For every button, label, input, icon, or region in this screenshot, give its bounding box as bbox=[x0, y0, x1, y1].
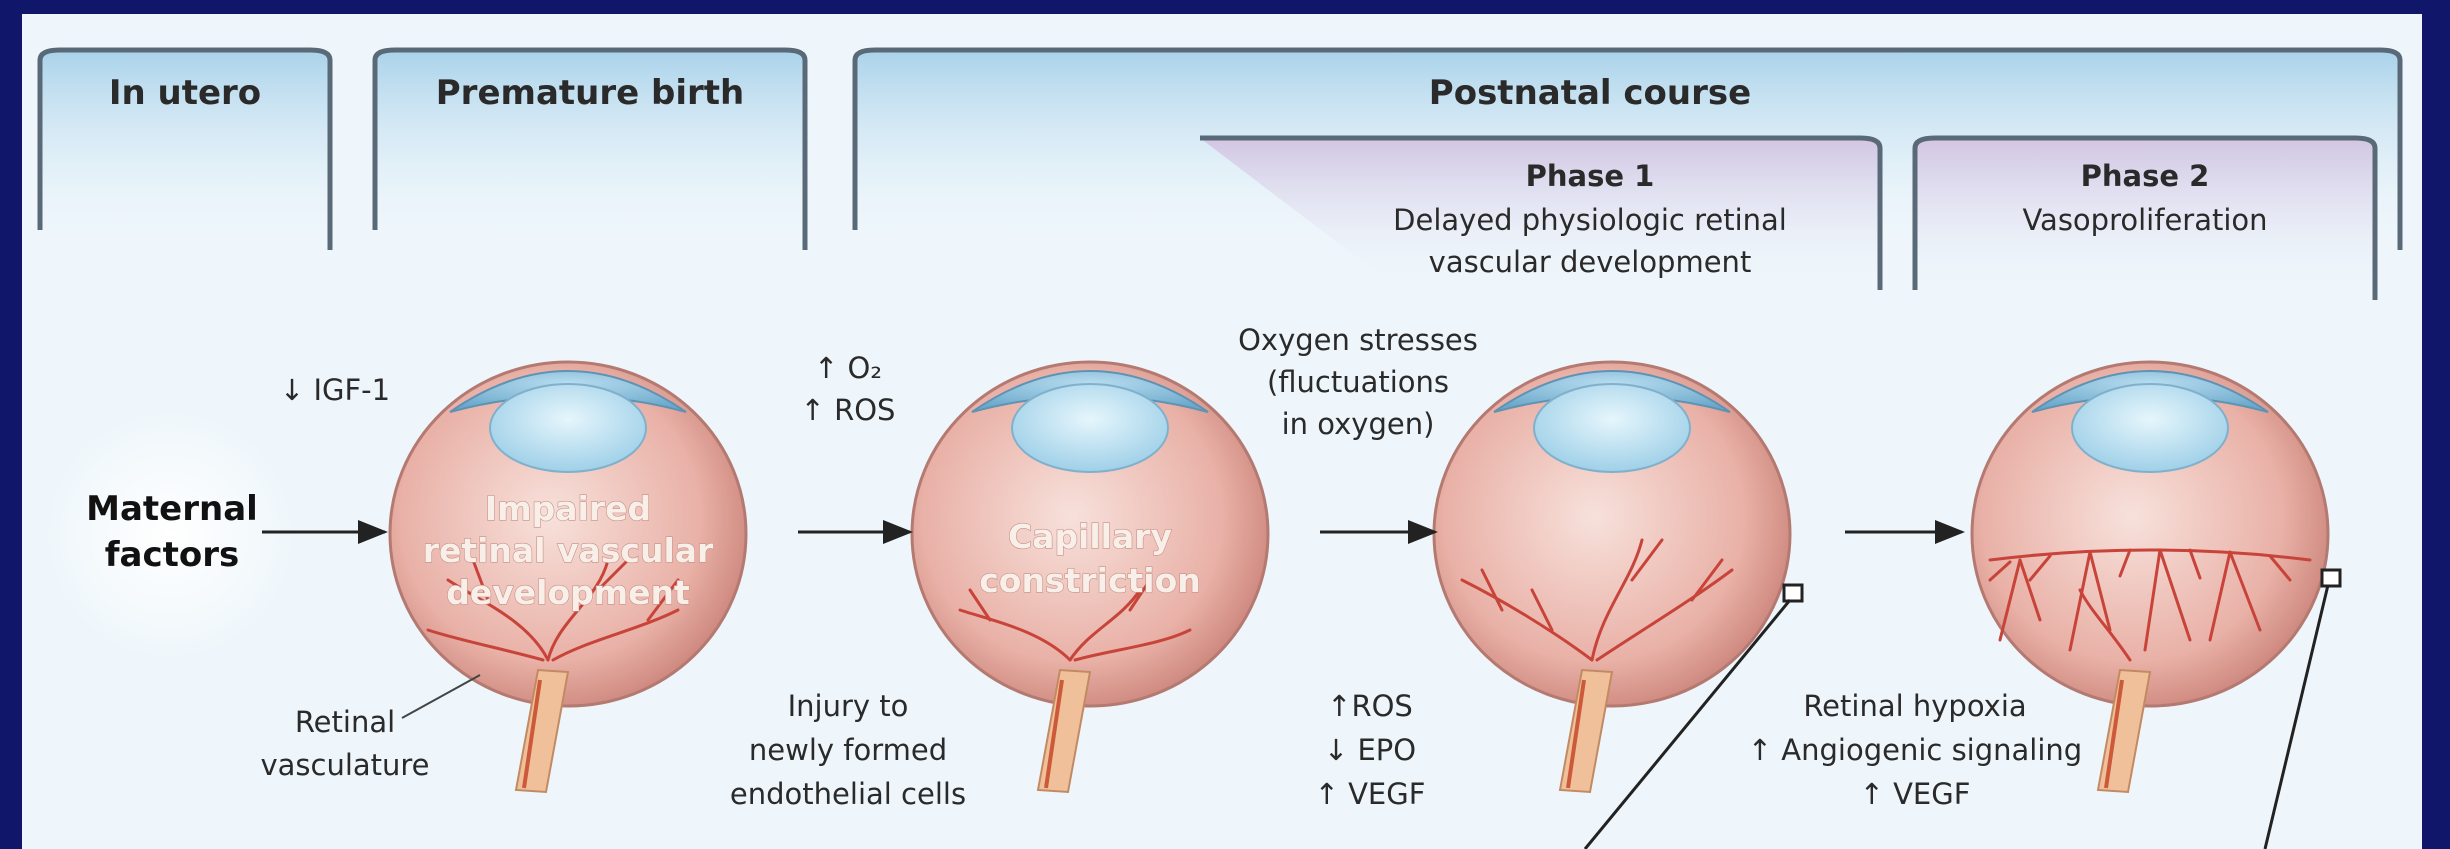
vegf-up-label-2: ↑ VEGF bbox=[1860, 777, 1971, 811]
retinal-hypoxia-label: Retinal hypoxia bbox=[1803, 689, 2026, 723]
retinal-vasculature-line2: vasculature bbox=[260, 748, 429, 782]
ros-label: ↑ ROS bbox=[801, 393, 896, 427]
eye-phase2 bbox=[1972, 362, 2340, 792]
phase2-title: Phase 2 bbox=[2081, 159, 2210, 193]
igf1-label: ↓ IGF-1 bbox=[280, 373, 390, 407]
stage-headers: In utero Premature birth Postnatal cours… bbox=[40, 50, 2400, 300]
eye2-line1: Capillary bbox=[1008, 517, 1172, 556]
oxygen-stress-line1: Oxygen stresses bbox=[1238, 323, 1478, 357]
eye-capillary-constriction: Capillary constriction bbox=[912, 362, 1268, 792]
phase1-line1: Delayed physiologic retinal bbox=[1393, 203, 1787, 237]
eye-impaired-development: Impaired retinal vascular development bbox=[390, 362, 746, 792]
in-utero-label: In utero bbox=[109, 73, 261, 113]
injury-line3: endothelial cells bbox=[730, 777, 966, 811]
eye2-line2: constriction bbox=[979, 561, 1201, 600]
epo-down-label: ↓ EPO bbox=[1324, 733, 1416, 767]
phase2-subtitle: Vasoproliferation bbox=[2022, 203, 2267, 237]
oxygen-stress-line2: (fluctuations bbox=[1267, 365, 1449, 399]
phase1-inset-marker bbox=[1784, 585, 1802, 601]
angiogenic-signaling-label: ↑ Angiogenic signaling bbox=[1748, 733, 2082, 767]
maternal-label-line2: factors bbox=[105, 535, 240, 575]
eye-phase1 bbox=[1434, 362, 1802, 792]
ros-up-label: ↑ROS bbox=[1327, 689, 1413, 723]
postnatal-course-label: Postnatal course bbox=[1429, 73, 1751, 113]
phase2-inset-marker bbox=[2322, 570, 2340, 586]
eye1-line1: Impaired bbox=[485, 489, 651, 528]
vegf-up-label-1: ↑ VEGF bbox=[1315, 777, 1426, 811]
retinal-vasculature-line1: Retinal bbox=[295, 705, 395, 739]
oxygen-stress-line3: in oxygen) bbox=[1282, 407, 1435, 441]
eye1-line3: development bbox=[446, 573, 690, 612]
phase1-line2: vascular development bbox=[1429, 245, 1752, 279]
phase1-title: Phase 1 bbox=[1526, 159, 1655, 193]
o2-label: ↑ O₂ bbox=[814, 351, 882, 385]
retinal-vasculature-leader bbox=[402, 675, 480, 718]
injury-line1: Injury to bbox=[788, 689, 909, 723]
injury-line2: newly formed bbox=[749, 733, 947, 767]
premature-birth-label: Premature birth bbox=[436, 73, 744, 113]
eye1-line2: retinal vascular bbox=[423, 531, 714, 570]
maternal-label-line1: Maternal bbox=[86, 489, 258, 529]
